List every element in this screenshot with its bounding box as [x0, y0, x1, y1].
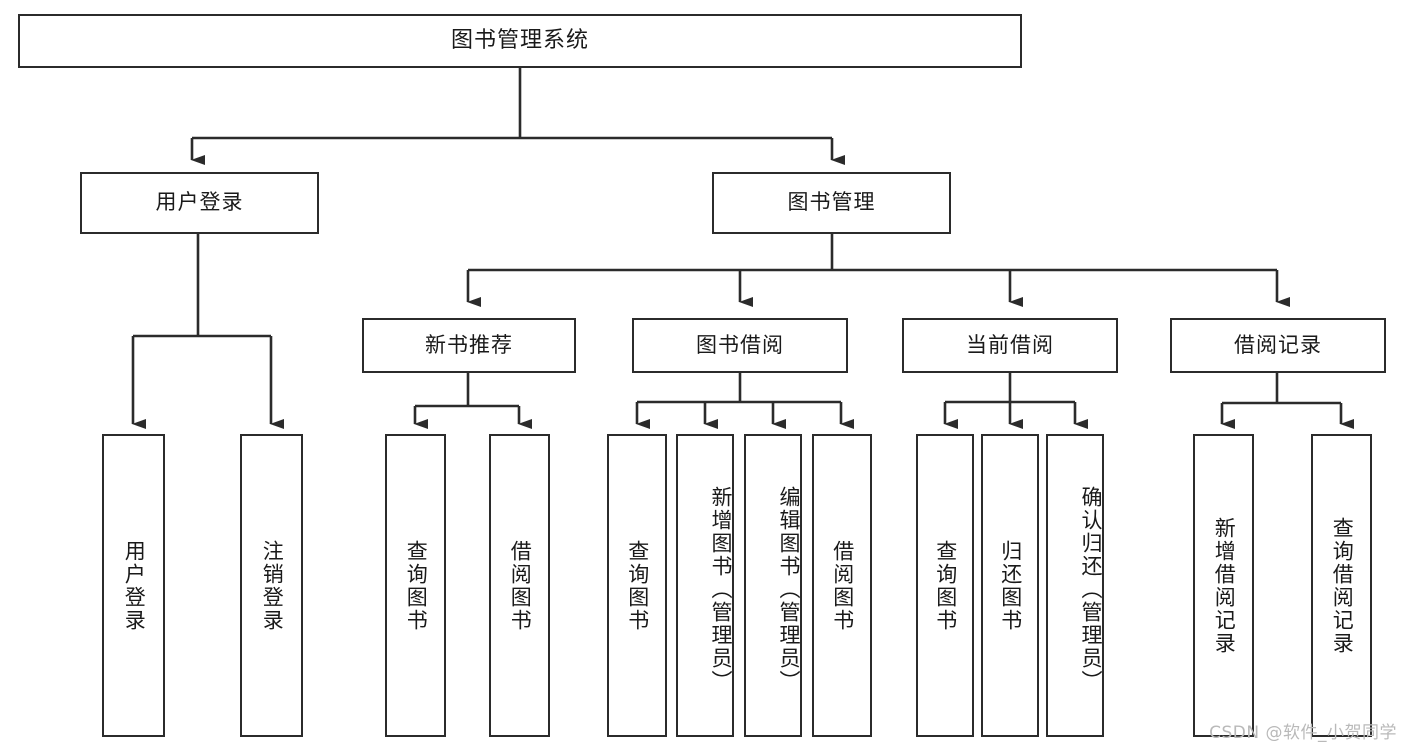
node-borrow-record[interactable]: 借阅记录 [1170, 318, 1386, 373]
node-user-login[interactable]: 用户登录 [80, 172, 319, 234]
node-book-borrow[interactable]: 图书借阅 [632, 318, 848, 373]
leaf-current-borrow-return[interactable]: 归还图书 [981, 434, 1039, 737]
leaf-book-borrow-add[interactable]: 新增图书（管理员） [676, 434, 734, 737]
node-book-management[interactable]: 图书管理 [712, 172, 951, 234]
leaf-current-borrow-query[interactable]: 查询图书 [916, 434, 974, 737]
leaf-new-book-borrow[interactable]: 借阅图书 [489, 434, 550, 737]
leaf-user-login-logout[interactable]: 注销登录 [240, 434, 303, 737]
leaf-book-borrow-edit[interactable]: 编辑图书（管理员） [744, 434, 802, 737]
leaf-borrow-record-query[interactable]: 查询借阅记录 [1311, 434, 1372, 737]
leaf-user-login-login[interactable]: 用户登录 [102, 434, 165, 737]
leaf-book-borrow-query[interactable]: 查询图书 [607, 434, 667, 737]
leaf-current-borrow-confirm-return[interactable]: 确认归还（管理员） [1046, 434, 1104, 737]
node-current-borrow[interactable]: 当前借阅 [902, 318, 1118, 373]
leaf-new-book-query[interactable]: 查询图书 [385, 434, 446, 737]
node-new-book-recommend[interactable]: 新书推荐 [362, 318, 576, 373]
leaf-borrow-record-add[interactable]: 新增借阅记录 [1193, 434, 1254, 737]
node-root-system[interactable]: 图书管理系统 [18, 14, 1022, 68]
leaf-book-borrow-borrow[interactable]: 借阅图书 [812, 434, 872, 737]
